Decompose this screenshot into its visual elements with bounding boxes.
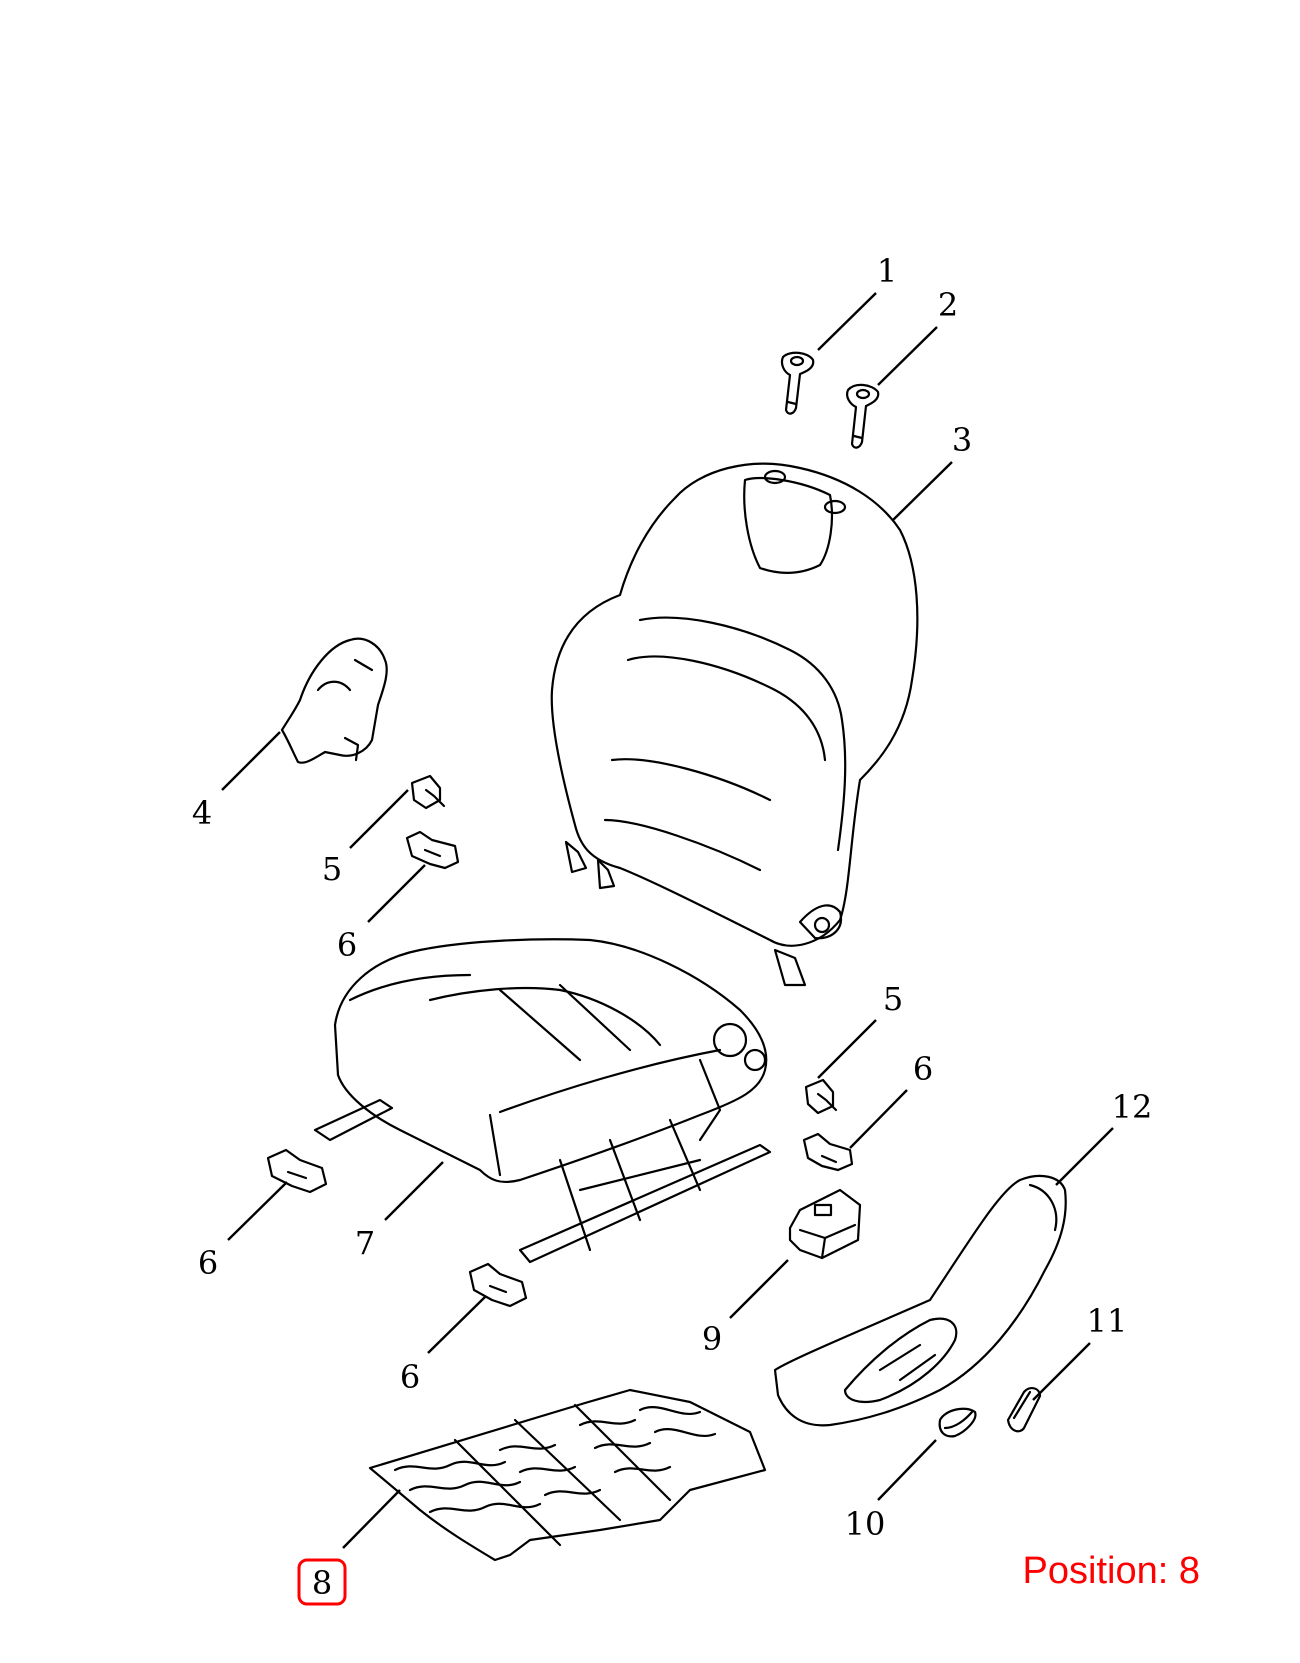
callout-3[interactable]: 3 [952, 421, 972, 459]
callout-6-right[interactable]: 6 [913, 1050, 933, 1088]
part-7-seat-frame[interactable] [313, 1022, 772, 1264]
part-6-bracket-b[interactable] [266, 1148, 328, 1194]
callout-10[interactable]: 10 [845, 1505, 886, 1543]
part-10-knob[interactable] [938, 1407, 977, 1438]
part-8-heater-mat[interactable] [368, 1388, 767, 1562]
part-2-headrest-guide[interactable] [846, 383, 880, 449]
position-label: Position: 8 [1022, 1550, 1200, 1592]
part-5-clip-upper[interactable] [410, 774, 446, 810]
callout-8[interactable]: 8 [312, 1564, 332, 1602]
callout-8-highlight-box [297, 1558, 347, 1606]
part-3-seat-back[interactable] [550, 462, 919, 987]
callout-7[interactable]: 7 [355, 1224, 375, 1262]
part-1-headrest-guide[interactable] [780, 351, 815, 415]
callout-1[interactable]: 1 [877, 252, 897, 290]
callout-4[interactable]: 4 [192, 794, 212, 832]
callout-6-bottom[interactable]: 6 [400, 1358, 420, 1396]
part-11-knob[interactable] [1006, 1386, 1042, 1433]
part-6-bracket-a[interactable] [405, 830, 460, 870]
part-5-clip-lower[interactable] [804, 1078, 838, 1115]
callout-5-upper[interactable]: 5 [322, 850, 342, 888]
callout-11[interactable]: 11 [1087, 1302, 1128, 1340]
callout-6-upper[interactable]: 6 [337, 926, 357, 964]
part-6-bracket-d[interactable] [802, 1132, 854, 1172]
part-4-side-trim[interactable] [280, 637, 388, 764]
callout-5-lower[interactable]: 5 [883, 980, 903, 1018]
part-7-seat-cushion[interactable] [333, 938, 768, 1184]
callout-2[interactable]: 2 [938, 286, 958, 324]
part-9-switch-module[interactable] [788, 1188, 862, 1260]
part-6-bracket-c[interactable] [468, 1262, 528, 1308]
leader-lines [221, 292, 1114, 1549]
callout-9[interactable]: 9 [702, 1320, 722, 1358]
callout-12[interactable]: 12 [1112, 1088, 1153, 1126]
part-12-side-shield[interactable] [773, 1174, 1067, 1427]
callout-6-left[interactable]: 6 [198, 1244, 218, 1282]
